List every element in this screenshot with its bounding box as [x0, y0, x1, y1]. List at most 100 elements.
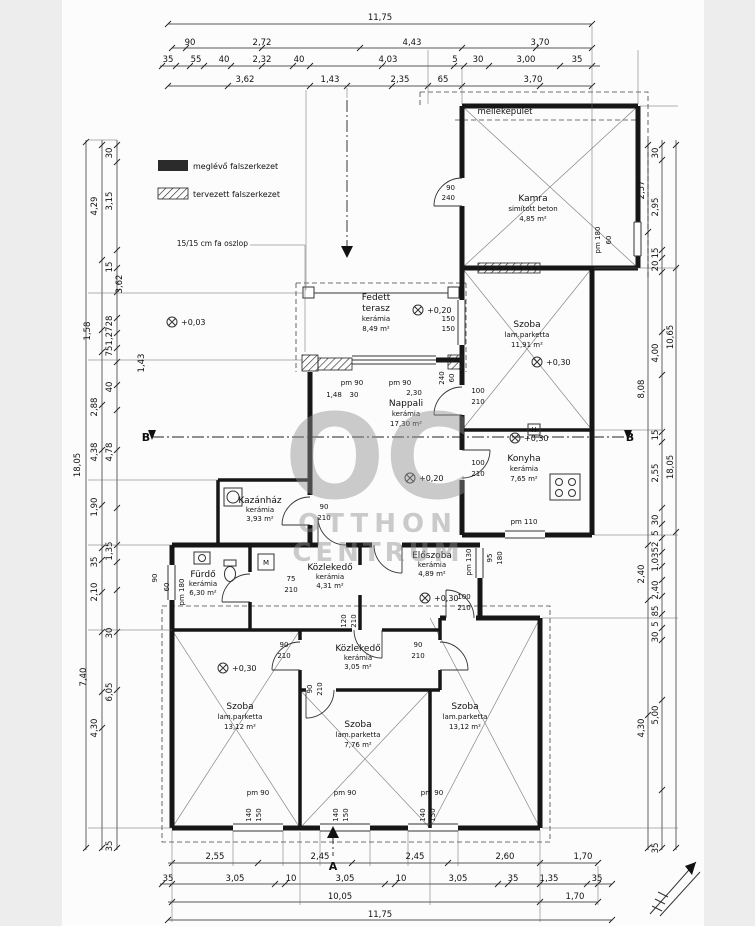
- dim-label: 40: [219, 55, 230, 65]
- dim-label: 1,70: [566, 892, 585, 902]
- dim-label: 35: [572, 55, 583, 65]
- svg-text:+0,20: +0,20: [427, 306, 452, 315]
- room-finish: kerámia: [418, 561, 446, 569]
- room-finish: kerámia: [362, 315, 390, 323]
- dim-label: 2,55: [651, 464, 661, 483]
- opening-label: pm 90: [341, 379, 363, 387]
- right-dimensions: 30 2,57 2,95 15 20 10,65 4,00 8,08 15 18…: [637, 148, 676, 854]
- sink-icon: [193, 551, 211, 565]
- dim-label: 1,35: [540, 874, 559, 884]
- dim-label: 5: [651, 621, 661, 626]
- opening-label: 150: [429, 808, 437, 821]
- dim-label: 18,05: [666, 455, 676, 479]
- opening-label: pm 110: [511, 518, 538, 526]
- drawing-area: [62, 0, 704, 926]
- dim-label: 90: [151, 574, 159, 583]
- dim-label: 30: [105, 148, 115, 159]
- dim-label: 35: [163, 55, 174, 65]
- dim-label: 55: [191, 55, 202, 65]
- opening-label: 150: [442, 325, 455, 333]
- column-leader-line: [250, 244, 306, 352]
- dim-label: 5: [452, 55, 457, 65]
- dim-label: 1,90: [90, 498, 100, 517]
- opening-label: 210: [317, 514, 330, 522]
- room-area: 3,05 m²: [344, 663, 372, 671]
- dim-label: 4,03: [379, 55, 398, 65]
- opening-label: 150: [342, 808, 350, 821]
- opening-label: 210: [457, 604, 470, 612]
- dim-label: 90: [185, 38, 196, 48]
- interior-walls: [172, 428, 592, 828]
- bottom-dimensions: 2,55 2,45 2,45 2,60 1,70 35 3,05 10 3,05…: [163, 852, 603, 920]
- section-a-arrow-top: [341, 246, 353, 258]
- section-lines: [148, 100, 632, 856]
- dim-label: 75: [105, 346, 115, 357]
- elevation-mark: +0,30: [531, 356, 571, 368]
- opening-label: 140: [419, 808, 427, 821]
- top-dimensions: 11,75 90 2,72 4,43 3,70 35 55 40 2,32 40…: [163, 13, 583, 85]
- room-finish: simított beton: [508, 205, 557, 213]
- dim-label: 1,58: [83, 322, 93, 341]
- opening-label: 140: [332, 808, 340, 821]
- room-finish: lam.parketta: [218, 713, 263, 721]
- section-a-letter: A: [329, 860, 338, 873]
- room-name: Fürdő: [190, 570, 216, 580]
- dim-label: 28: [105, 316, 115, 327]
- opening-label: 210: [471, 398, 484, 406]
- dim-label: 10: [396, 874, 407, 884]
- washing-machine-label: M: [263, 559, 269, 567]
- stove-icon: [549, 473, 581, 501]
- left-dimensions: 18,05 4,29 30 3,15 15 3,62 1,58 28 1,27 …: [73, 148, 171, 852]
- dim-label: 4,30: [637, 719, 647, 738]
- room-finish: kerámia: [316, 573, 344, 581]
- legend-existing-label: meglévő falszerkezet: [193, 161, 278, 171]
- dim-label: 10,05: [328, 892, 352, 902]
- dim-label: 1,43: [137, 354, 147, 373]
- dim-label: 3,62: [236, 75, 255, 85]
- dim-label: 4,43: [403, 38, 422, 48]
- room-finish: kerámia: [189, 580, 217, 588]
- opening-label: 210: [316, 682, 324, 695]
- annex-label: melléképület: [477, 106, 533, 117]
- dim-label: 8,08: [637, 380, 647, 399]
- opening-label: 210: [350, 614, 358, 627]
- dim-label: 3,62: [115, 275, 125, 294]
- opening-label: 240: [442, 194, 455, 202]
- section-b-letter-right: B: [626, 431, 634, 444]
- room-finish: lam.parketta: [336, 731, 381, 739]
- room-area: 4,89 m²: [418, 570, 446, 578]
- terrace-posts: [302, 286, 460, 299]
- room-area: 4,31 m²: [316, 582, 344, 590]
- svg-text:+0,30: +0,30: [434, 594, 459, 603]
- elevation-mark: +0,20: [404, 472, 444, 484]
- dim-label: 2,32: [253, 55, 272, 65]
- svg-text:+0,20: +0,20: [419, 474, 444, 483]
- opening-label: 210: [284, 586, 297, 594]
- room-finish: kerámia: [510, 465, 538, 473]
- section-b-arrow-right: [624, 430, 632, 440]
- dim-label: 30: [651, 515, 661, 526]
- dim-label: 5: [651, 530, 661, 535]
- room-finish: kerámia: [344, 654, 372, 662]
- dim-label: 35: [105, 841, 115, 852]
- opening-label: 1,48: [326, 391, 342, 399]
- room-name: Előszoba: [412, 551, 452, 561]
- dim-label: 5,00: [651, 706, 661, 725]
- dim-label: 52: [651, 542, 661, 553]
- room-area: 4,85 m²: [519, 215, 547, 223]
- room-finish: lam.parketta: [505, 331, 550, 339]
- room-area: 8,49 m²: [362, 325, 390, 333]
- dim-label: 2,45: [311, 852, 330, 862]
- dim-label: 10: [286, 874, 297, 884]
- dim-label: 60: [163, 583, 171, 592]
- dimension-lines: [85, 23, 677, 921]
- water-heater-icon: [527, 423, 541, 436]
- watermark-line1: OTTHON: [298, 509, 458, 539]
